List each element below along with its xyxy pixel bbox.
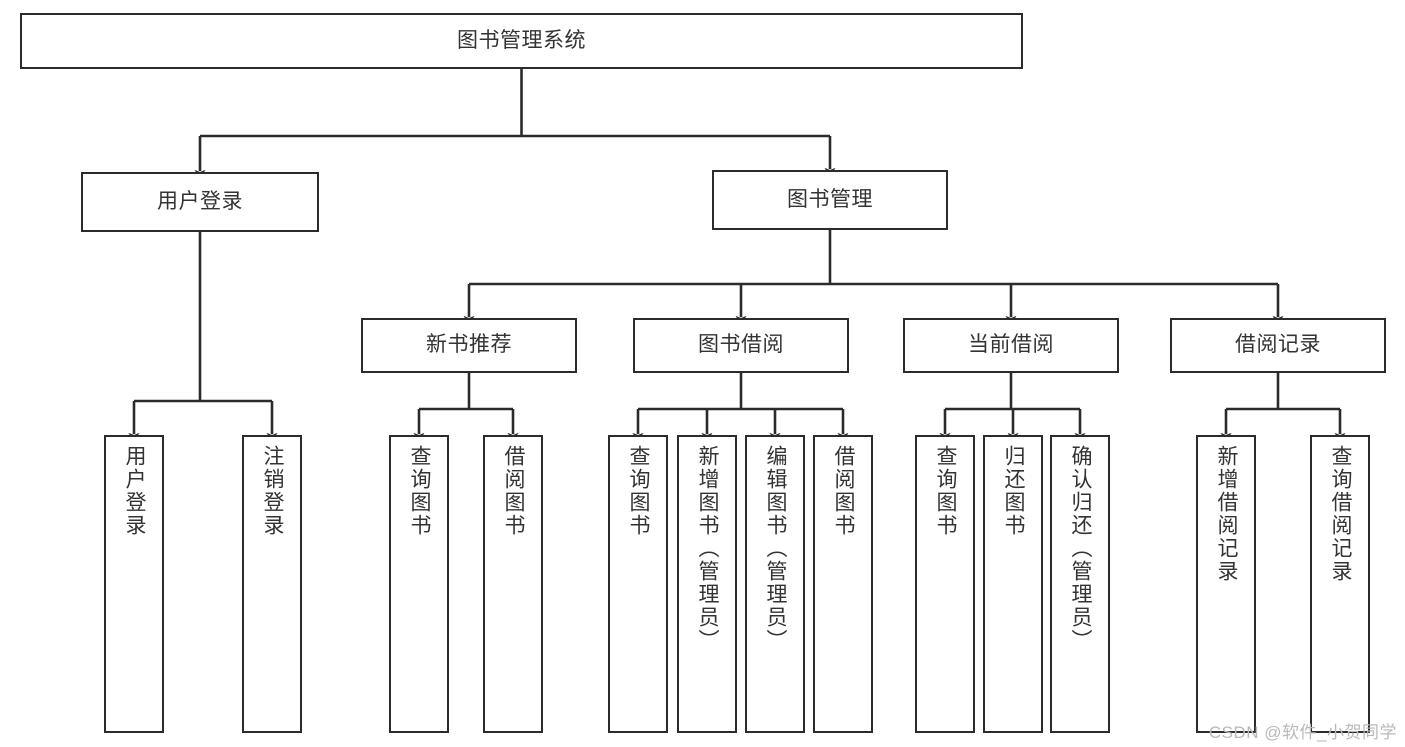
node-l3-d2: 归还图书 (983, 435, 1043, 733)
node-l3-b1: 查询图书 (389, 435, 449, 733)
node-l3-e2: 查询借阅记录 (1310, 435, 1370, 733)
node-l2-current: 当前借阅 (903, 318, 1119, 373)
node-label-l1-book: 图书管理 (787, 187, 873, 211)
node-label-l1-login: 用户登录 (157, 189, 243, 213)
node-label-l2-record: 借阅记录 (1235, 333, 1321, 357)
node-l1-login: 用户登录 (81, 172, 319, 232)
node-label-l3-d1: 查询图书 (934, 445, 958, 537)
node-label-l3-e1: 新增借阅记录 (1215, 445, 1239, 583)
node-l3-c2: 新增图书（管理员） (677, 435, 737, 733)
node-l3-d3: 确认归还（管理员） (1050, 435, 1110, 733)
node-l2-newbook: 新书推荐 (361, 318, 577, 373)
node-label-l3-a2: 注销登录 (261, 445, 285, 537)
node-l3-a1: 用户登录 (104, 435, 164, 733)
node-label-l3-c1: 查询图书 (627, 445, 651, 537)
node-l3-a2: 注销登录 (242, 435, 302, 733)
node-l2-record: 借阅记录 (1170, 318, 1386, 373)
node-label-l3-d3: 确认归还（管理员） (1069, 445, 1093, 652)
node-label-l3-b1: 查询图书 (408, 445, 432, 537)
node-label-l3-a1: 用户登录 (123, 445, 147, 537)
node-l1-book: 图书管理 (712, 170, 948, 230)
node-l3-e1: 新增借阅记录 (1196, 435, 1256, 733)
node-label-l3-c4: 借阅图书 (832, 445, 856, 537)
node-l3-c3: 编辑图书（管理员） (745, 435, 805, 733)
node-label-l2-current: 当前借阅 (968, 333, 1054, 357)
node-label-l3-c3: 编辑图书（管理员） (764, 445, 788, 652)
node-root: 图书管理系统 (20, 13, 1023, 69)
node-l2-borrow: 图书借阅 (633, 318, 849, 373)
node-label-root: 图书管理系统 (457, 28, 586, 52)
node-l3-c4: 借阅图书 (813, 435, 873, 733)
node-label-l3-d2: 归还图书 (1002, 445, 1026, 537)
node-label-l3-b2: 借阅图书 (502, 445, 526, 537)
node-l3-b2: 借阅图书 (483, 435, 543, 733)
node-label-l2-borrow: 图书借阅 (698, 333, 784, 357)
node-l3-d1: 查询图书 (915, 435, 975, 733)
csdn-watermark: CSDN @软件_小贺同学 (1208, 723, 1397, 742)
node-label-l2-newbook: 新书推荐 (426, 333, 512, 357)
node-l3-c1: 查询图书 (608, 435, 668, 733)
node-label-l3-e2: 查询借阅记录 (1329, 445, 1353, 583)
node-label-l3-c2: 新增图书（管理员） (696, 445, 720, 652)
